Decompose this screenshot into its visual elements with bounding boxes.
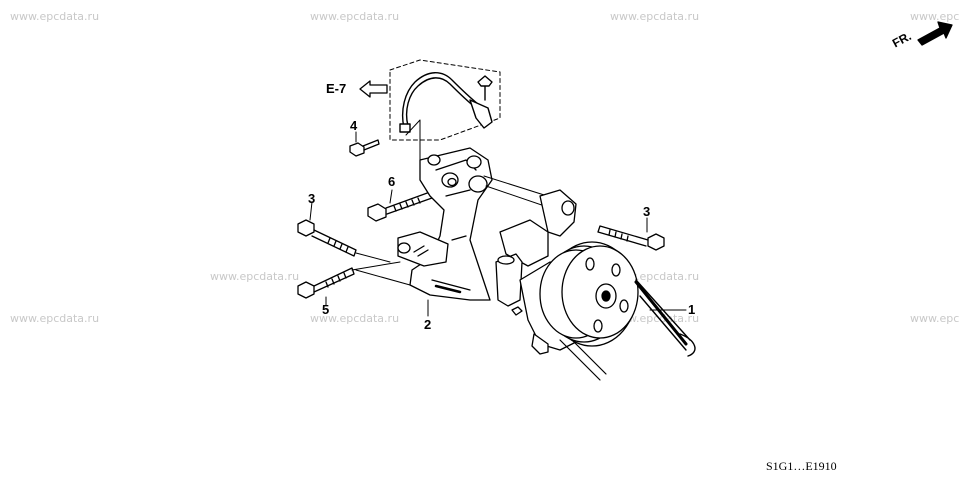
bolt-5-icon — [297, 267, 355, 299]
diagram-code: S1G1…E1910 — [766, 459, 837, 473]
reference-link-e7[interactable]: E-7 — [326, 81, 347, 96]
reference-arrow-icon — [359, 80, 388, 98]
callout-4-label: 4 — [350, 118, 358, 133]
watermark: www.epcdata.ru — [310, 312, 400, 325]
hose-assembly-icon — [399, 72, 493, 133]
callout-3-left-label: 3 — [308, 191, 316, 206]
watermark: www.epcdata.ru — [10, 10, 100, 23]
bracket-icon — [397, 147, 493, 301]
watermark: www.epcdata.ru — [10, 312, 100, 325]
bolt-3-left-icon — [297, 219, 357, 257]
hose-inset — [389, 59, 501, 141]
callout-6-label: 6 — [388, 174, 396, 189]
power-steering-pump-icon — [495, 189, 696, 381]
callout-3-right-label: 3 — [643, 204, 651, 219]
callout-1-label: 1 — [688, 302, 696, 317]
bolt-4-icon — [349, 139, 380, 157]
watermark: www.epcdata.ru — [610, 10, 700, 23]
watermark: www.epc — [910, 312, 960, 325]
callout-2-label: 2 — [424, 317, 432, 332]
watermark: www.epc — [910, 10, 960, 23]
bolt-3-right-icon — [597, 225, 665, 251]
callout-5-label: 5 — [322, 302, 330, 317]
watermark: www.epcdata.ru — [210, 270, 300, 283]
front-direction-arrow-icon — [917, 21, 953, 46]
watermark: www.epcdata.ru — [310, 10, 400, 23]
bolt-6-icon — [367, 191, 433, 222]
